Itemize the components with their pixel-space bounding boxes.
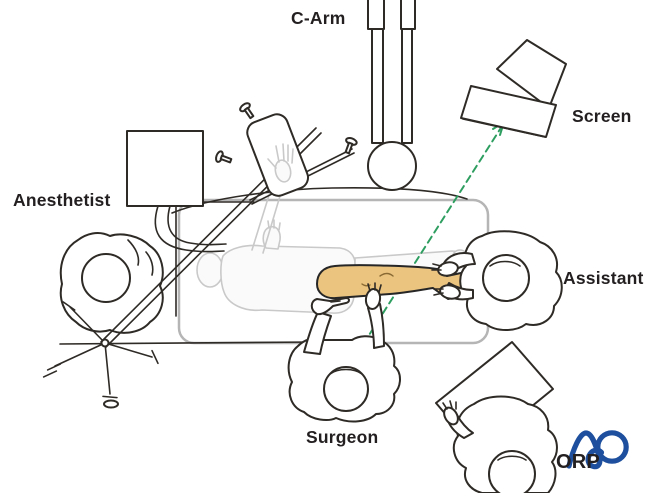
surgeon-label: Surgeon: [306, 427, 379, 447]
orp-label: ORP: [556, 451, 600, 473]
anesthetist-figure: [59, 232, 164, 334]
assistant-figure: [431, 230, 563, 331]
orp-figure: [442, 395, 558, 493]
screen-label: Screen: [572, 106, 632, 126]
anesthetist-label: Anesthetist: [13, 190, 111, 210]
ao-logo: [566, 430, 629, 470]
assistant-label: Assistant: [563, 268, 644, 288]
patient-hand: [267, 143, 294, 183]
anesthesia-machine: [126, 130, 255, 317]
orp-hand: [442, 400, 459, 426]
arm-board: [213, 100, 359, 205]
surgeon-left-hand: [310, 297, 350, 316]
c-arm-label: C-Arm: [291, 8, 346, 28]
surgeon-right-hand: [364, 282, 382, 310]
c-arm-machine: [367, 0, 417, 191]
assistant-hands: [431, 261, 461, 300]
screen-monitor: [460, 39, 567, 138]
surgeon-figure: [287, 282, 401, 423]
